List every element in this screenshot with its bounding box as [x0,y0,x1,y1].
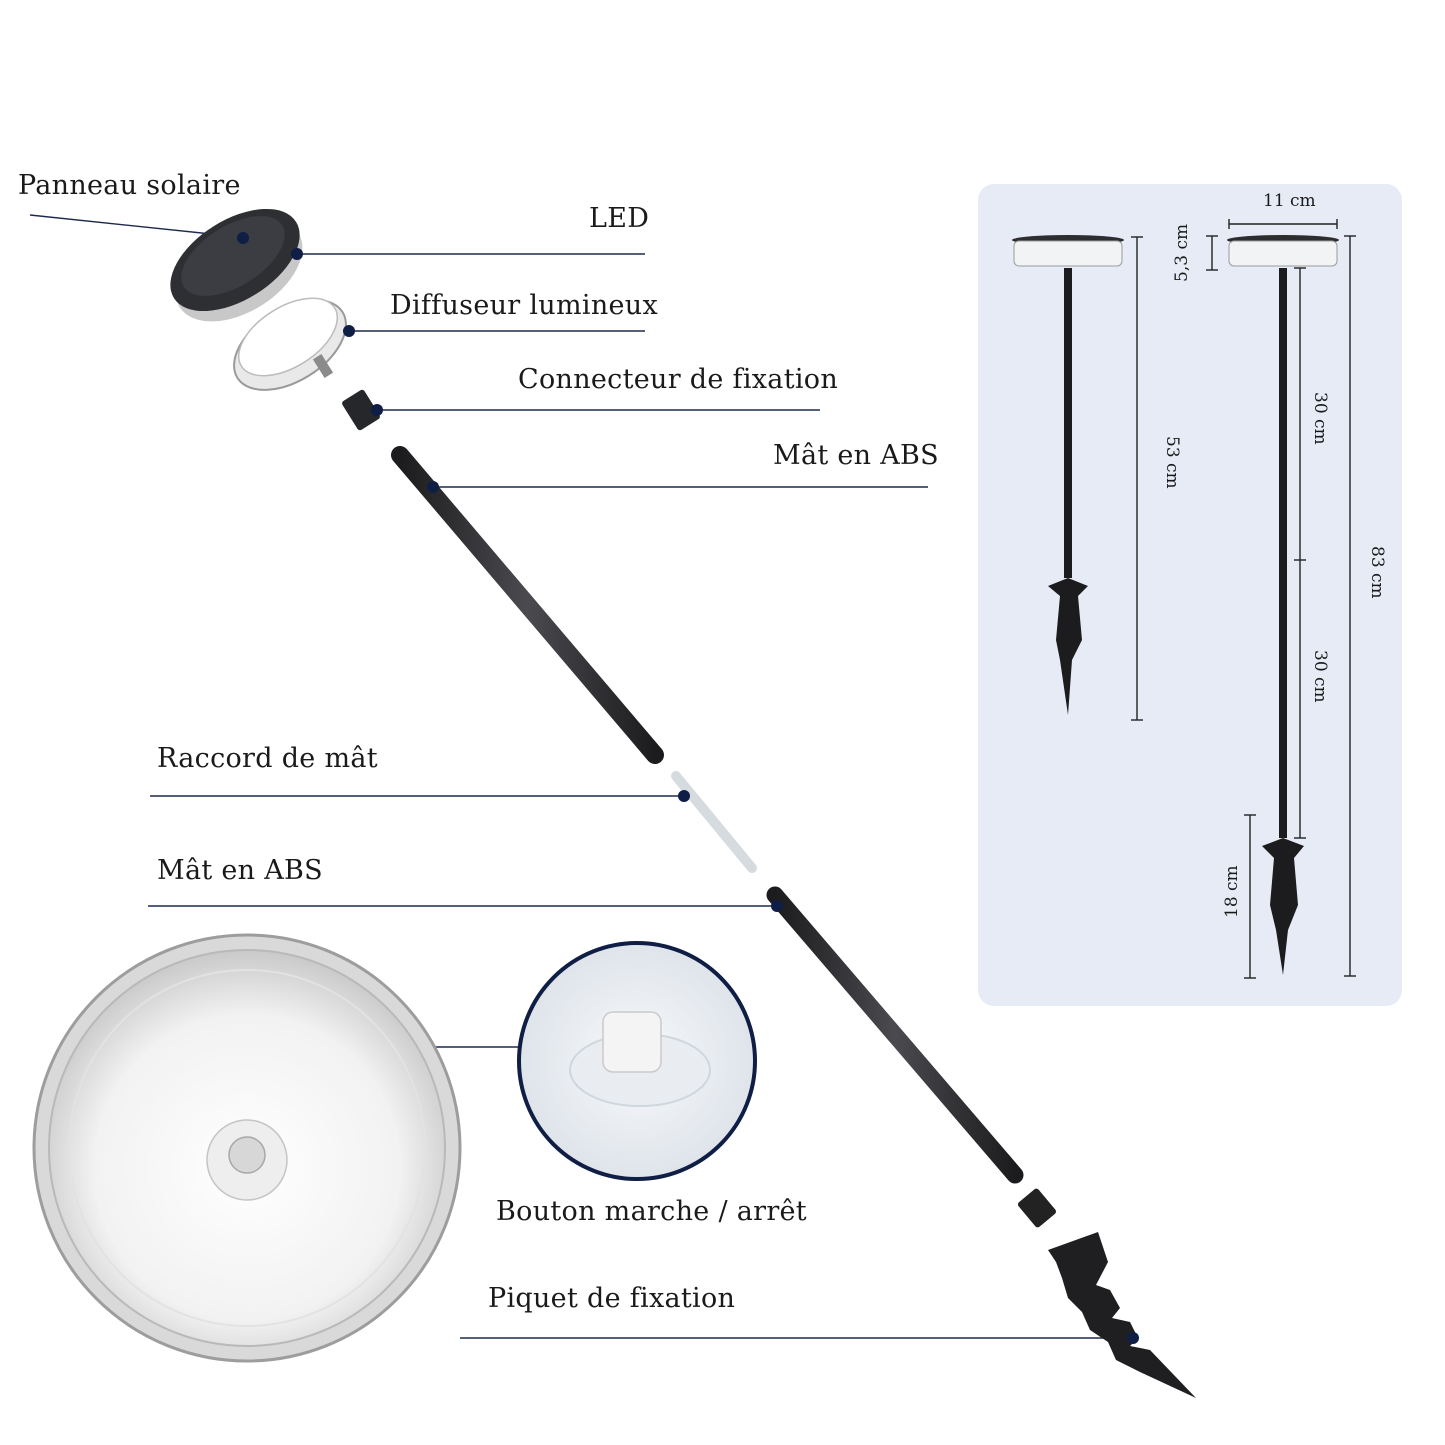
stake-connector-part [1017,1188,1057,1228]
label-led: LED [589,203,650,234]
button-zoom-view [517,941,757,1181]
label-connector: Connecteur de fixation [518,364,839,395]
marker-led [291,248,303,260]
label-stake: Piquet de fixation [488,1283,736,1314]
dim-mast-upper: 30 cm [1310,392,1330,445]
label-mast-top: Mât en ABS [773,440,939,471]
marker-diffuser [343,325,355,337]
dim-width: 11 cm [1263,191,1316,211]
lower-mast-part [766,886,1024,1184]
dim-short-total: 53 cm [1162,436,1182,489]
label-diffuser: Diffuseur lumineux [390,290,659,321]
label-solar-panel: Panneau solaire [18,170,241,201]
label-mast-bottom: Mât en ABS [157,855,323,886]
dimensions-panel [978,184,1402,1006]
marker-stake [1127,1332,1139,1344]
underside-lens-view [32,933,462,1363]
dim-stake-length: 18 cm [1222,865,1242,918]
dim-head-height: 5,3 cm [1172,223,1192,282]
dim-tall-total: 83 cm [1367,546,1387,599]
dim-mast-lower: 30 cm [1310,650,1330,703]
marker-mast-joint [678,790,690,802]
stake-part [1048,1232,1196,1398]
solar-panel-part [170,208,303,322]
dimension-drawings [1012,219,1356,979]
marker-solar-panel [237,232,249,244]
mast-joint-part [671,771,757,873]
connector-part [342,389,380,431]
diffuser-part [233,297,347,391]
marker-mast-top [427,481,439,493]
label-mast-joint: Raccord de mât [157,743,378,774]
label-on-off-button: Bouton marche / arrêt [496,1196,807,1227]
marker-connector [371,404,383,416]
marker-mast-bottom [771,900,783,912]
upper-mast-part [391,446,664,764]
